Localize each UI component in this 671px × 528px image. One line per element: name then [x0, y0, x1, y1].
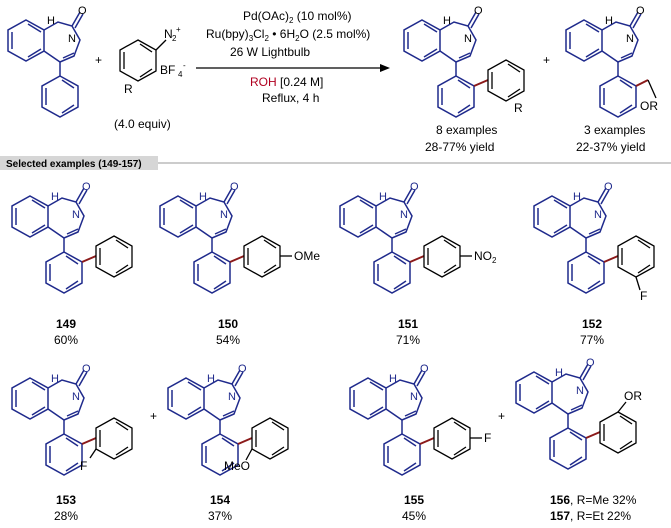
svg-text:H: H — [389, 373, 397, 385]
svg-text:N: N — [576, 385, 584, 397]
svg-text:H: H — [443, 15, 451, 27]
svg-text:54%: 54% — [216, 333, 240, 347]
svg-text:O: O — [82, 363, 91, 375]
atom-n: N — [68, 33, 76, 45]
svg-text:F: F — [80, 459, 87, 473]
svg-text:N: N — [594, 209, 602, 221]
svg-text:O: O — [420, 363, 429, 375]
svg-text:N: N — [72, 391, 80, 403]
p1-yield: 28-77% yield — [425, 140, 494, 154]
svg-text:H: H — [555, 367, 563, 379]
svg-text:150: 150 — [218, 317, 238, 331]
svg-text:BF: BF — [160, 63, 175, 77]
conditions: ROH [0.24 M] Reflux, 4 h — [250, 75, 323, 105]
p1-count: 8 examples — [436, 123, 497, 137]
svg-text:154: 154 — [210, 493, 230, 507]
svg-text:F: F — [640, 289, 647, 303]
svg-text:152: 152 — [582, 317, 602, 331]
aryl-diazonium: N 2 + BF 4 - R (4.0 equiv) — [114, 25, 186, 131]
svg-text:O: O — [586, 357, 595, 369]
svg-text:OR: OR — [640, 99, 658, 113]
svg-text:OMe: OMe — [294, 249, 320, 263]
svg-text:2: 2 — [172, 34, 177, 43]
svg-text:77%: 77% — [580, 333, 604, 347]
product-alkoxy: H N O OR 3 examples 22-37% yield — [565, 5, 658, 154]
svg-text:H: H — [199, 191, 207, 203]
example-149: H N O 149 60% — [11, 181, 133, 347]
example-151: H N O NO2 151 71% — [339, 181, 497, 347]
equiv-label: (4.0 equiv) — [114, 117, 171, 131]
svg-text:Pd(OAc)2 (10 mol%): Pd(OAc)2 (10 mol%) — [243, 9, 351, 25]
svg-text:N: N — [464, 33, 472, 45]
svg-text:O: O — [410, 181, 419, 193]
svg-text:F: F — [484, 431, 491, 445]
svg-text:Selected examples (149-157): Selected examples (149-157) — [6, 159, 142, 170]
svg-text:H: H — [573, 191, 581, 203]
svg-text:45%: 45% — [402, 509, 426, 523]
svg-text:26 W Lightbulb: 26 W Lightbulb — [230, 45, 310, 59]
svg-text:H: H — [605, 15, 613, 27]
svg-text:+: + — [150, 409, 157, 423]
svg-text:N: N — [626, 33, 634, 45]
reagents: Pd(OAc)2 (10 mol%) Ru(bpy)3Cl2 • 6H2O (2… — [206, 9, 370, 59]
example-150: H N O OMe 150 54% — [159, 181, 320, 347]
svg-text:156, R=Me 32%: 156, R=Me 32% — [550, 493, 637, 507]
selected-examples-banner: Selected examples (149-157) — [0, 156, 671, 170]
svg-text:N: N — [164, 27, 173, 41]
plus-sign: + — [95, 53, 102, 67]
p2-yield: 22-37% yield — [576, 140, 645, 154]
svg-text:H: H — [379, 191, 387, 203]
example-154: H N O MeO 154 37% — [167, 363, 289, 523]
svg-text:O: O — [82, 181, 91, 193]
svg-text:O: O — [238, 363, 247, 375]
product-arylated: H N O R 8 examples 28-77% yield — [403, 5, 525, 154]
svg-text:H: H — [51, 191, 59, 203]
example-153: H N O F 153 28% — [11, 363, 133, 523]
svg-text:37%: 37% — [208, 509, 232, 523]
svg-text:R: R — [124, 82, 133, 96]
svg-text:Ru(bpy)3Cl2 • 6H2O (2.5 mol%): Ru(bpy)3Cl2 • 6H2O (2.5 mol%) — [206, 27, 370, 43]
svg-text:155: 155 — [404, 493, 424, 507]
svg-text:153: 153 — [56, 493, 76, 507]
svg-text:151: 151 — [398, 317, 418, 331]
svg-text:N: N — [228, 391, 236, 403]
svg-text:N: N — [400, 209, 408, 221]
svg-text:NO2: NO2 — [474, 249, 497, 265]
svg-text:OR: OR — [624, 389, 642, 403]
svg-text:71%: 71% — [396, 333, 420, 347]
svg-text:60%: 60% — [54, 333, 78, 347]
svg-text:Reflux, 4 h: Reflux, 4 h — [262, 91, 319, 105]
svg-text:R: R — [514, 101, 523, 115]
svg-text:N: N — [410, 391, 418, 403]
svg-text:MeO: MeO — [224, 459, 250, 473]
svg-text:4: 4 — [178, 70, 183, 79]
svg-text:O: O — [230, 181, 239, 193]
svg-text:N: N — [72, 209, 80, 221]
svg-text:O: O — [474, 5, 483, 17]
example-156-157: H N O OR 156, R=Me 32% 157, R=Et 22% — [515, 357, 642, 523]
starting-material: H N O — [7, 5, 87, 118]
svg-text:28%: 28% — [54, 509, 78, 523]
svg-text:ROH [0.24 M]: ROH [0.24 M] — [250, 75, 323, 89]
p2-count: 3 examples — [584, 123, 645, 137]
svg-text:157, R=Et 22%: 157, R=Et 22% — [550, 509, 631, 523]
svg-text:+: + — [176, 25, 181, 34]
svg-text:-: - — [183, 61, 186, 70]
example-152: H N O F 152 77% — [533, 181, 655, 347]
atom-o: O — [78, 5, 87, 17]
svg-text:H: H — [207, 373, 215, 385]
example-155: H N O F 155 45% — [349, 363, 491, 523]
svg-text:H: H — [51, 373, 59, 385]
svg-text:N: N — [220, 209, 228, 221]
svg-text:O: O — [636, 5, 645, 17]
svg-text:O: O — [604, 181, 613, 193]
svg-text:149: 149 — [56, 317, 76, 331]
svg-text:+: + — [543, 53, 550, 67]
svg-text:+: + — [498, 409, 505, 423]
atom-nh: H — [47, 15, 55, 27]
